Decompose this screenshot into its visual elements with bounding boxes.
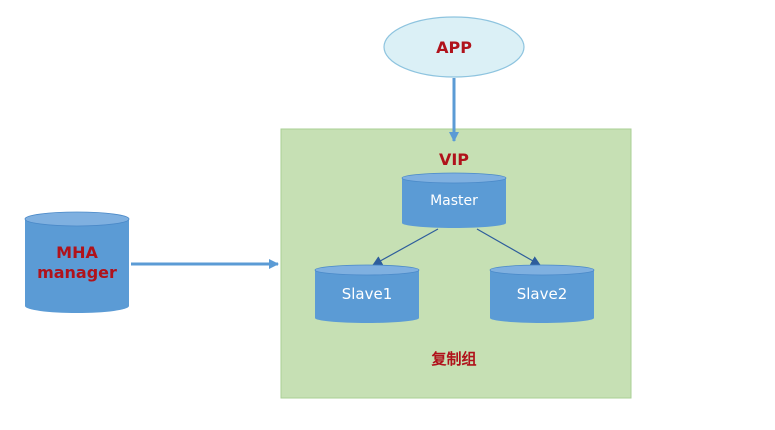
- master-to-slave1-arrow: [372, 228, 439, 266]
- slave2-db-cylinder: [489, 264, 595, 323]
- vip-label: VIP: [439, 150, 469, 169]
- app-node: [383, 16, 525, 78]
- master-label: Master: [430, 193, 478, 209]
- slave2-label: Slave2: [517, 285, 568, 303]
- mha-manager-cylinder: [24, 211, 130, 313]
- app-label: APP: [436, 38, 472, 57]
- master-db-cylinder: [401, 172, 507, 228]
- replication-group-label: 复制组: [430, 350, 476, 368]
- mha-manager-label-line2: manager: [37, 263, 117, 282]
- mha-manager-label-line1: MHA: [56, 243, 98, 262]
- slave1-label: Slave1: [342, 285, 393, 303]
- master-to-slave2-arrow: [476, 228, 541, 266]
- slave1-db-cylinder: [314, 264, 420, 323]
